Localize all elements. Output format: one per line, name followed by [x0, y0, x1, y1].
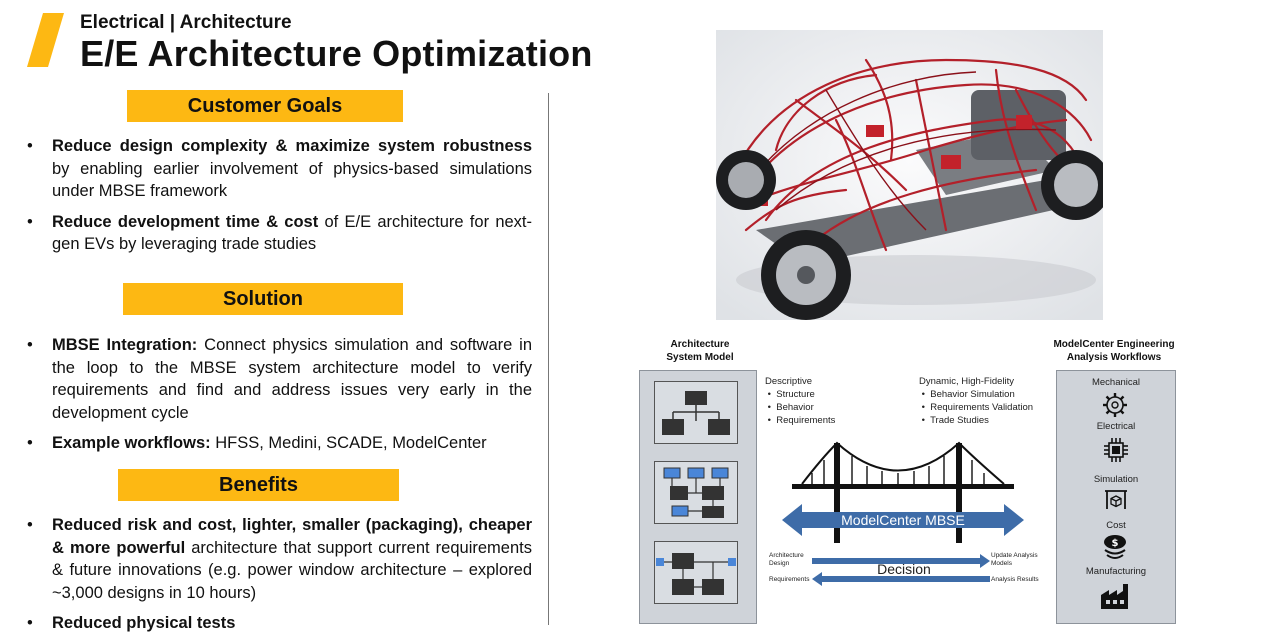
- solution-list: •MBSE Integration: Connect physics simul…: [22, 334, 532, 463]
- cost-icon: $: [1104, 535, 1126, 559]
- descriptive-list: Descriptive • Structure • Behavior • Req…: [765, 376, 836, 426]
- category-label: Electrical | Architecture: [80, 12, 292, 33]
- list-item: •Reduced physical tests: [27, 614, 236, 632]
- model-diagrams: [654, 381, 738, 604]
- workflows-panel: [1056, 370, 1176, 624]
- benefits-heading: Benefits: [118, 469, 399, 501]
- hierarchy-icon: [654, 381, 738, 444]
- solution-heading: Solution: [123, 283, 403, 315]
- chip-icon: [1104, 438, 1128, 462]
- block-diagram-icon: [654, 461, 738, 524]
- svg-text:$: $: [1112, 538, 1119, 549]
- column-divider: [548, 93, 549, 625]
- workflow-manufacturing: Manufacturing: [1085, 566, 1147, 577]
- list-item: •Reduced risk and cost, lighter, smaller…: [27, 516, 532, 602]
- simulation-box-icon: [1105, 490, 1127, 509]
- workflow-cost: Cost: [1106, 520, 1126, 531]
- workflow-simulation: Simulation: [1093, 474, 1139, 485]
- decision-label: Decision: [877, 561, 931, 577]
- list-item: •Reduce development time & cost of E/E a…: [27, 212, 533, 254]
- list-item: •Reduce design complexity & maximize sys…: [27, 137, 532, 200]
- requirements-label: Requirements: [769, 576, 810, 583]
- decision-arrows: [812, 554, 990, 586]
- workflow-electrical: Electrical: [1096, 421, 1136, 432]
- customer-goals-list: •Reduce design complexity & maximize sys…: [22, 135, 532, 264]
- gear-icon: [1103, 393, 1127, 417]
- analysis-results-label: Analysis Results: [991, 576, 1039, 583]
- list-item: •Example workflows: HFSS, Medini, SCADE,…: [27, 434, 487, 452]
- modelcenter-mbse-label: ModelCenter MBSE: [841, 512, 965, 528]
- workflow-mechanical: Mechanical: [1091, 377, 1141, 388]
- customer-goals-heading: Customer Goals: [127, 90, 403, 122]
- factory-icon: [1101, 584, 1128, 609]
- loop-diagram-icon: [654, 541, 738, 604]
- car-wiring-harness-image: [716, 30, 1103, 320]
- bridge-icon: [782, 441, 1024, 543]
- page-title: E/E Architecture Optimization: [80, 33, 593, 74]
- accent-slash: [27, 13, 64, 67]
- dynamic-list: Dynamic, High-Fidelity • Behavior Simula…: [919, 376, 1034, 426]
- benefits-list: •Reduced risk and cost, lighter, smaller…: [22, 514, 532, 643]
- list-item: •MBSE Integration: Connect physics simul…: [27, 336, 533, 422]
